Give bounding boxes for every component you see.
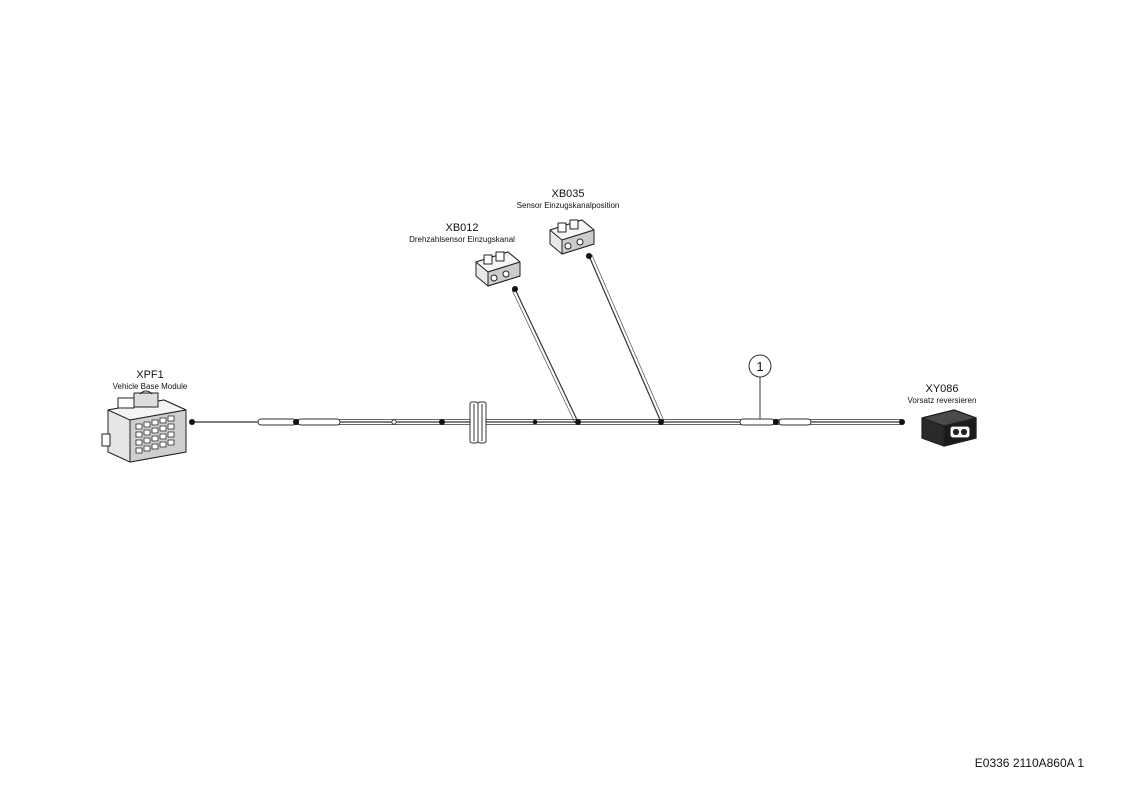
drawing-number: E0336 2110A860A 1 — [974, 756, 1084, 770]
label-xy086: XY086 Vorsatz reversieren — [897, 383, 987, 405]
connector-code: XB012 — [445, 222, 479, 234]
junction-dot — [293, 419, 299, 425]
connector-xb035-icon — [549, 219, 595, 255]
junction-dot — [575, 419, 581, 425]
label-xb035: XB035 Sensor Einzugskanalposition — [508, 188, 628, 210]
callout-number: 1 — [756, 359, 763, 374]
connector-description: Vehicle Base Module — [112, 381, 188, 391]
connector-description: Drehzahlsensor Einzugskanal — [409, 234, 515, 244]
junction-dot — [586, 253, 592, 259]
junction-dot — [439, 419, 445, 425]
junction-dot — [658, 419, 664, 425]
connector-code: XY086 — [925, 383, 959, 395]
connector-description: Vorsatz reversieren — [907, 395, 977, 405]
branch-xb035 — [588, 254, 665, 423]
connector-code: XPF1 — [136, 369, 164, 381]
junction-dot — [512, 286, 518, 292]
small-ring-marker — [391, 419, 397, 425]
connector-xy086-icon — [921, 409, 977, 447]
connector-xb012-icon — [475, 251, 521, 287]
label-xpf1: XPF1 Vehicle Base Module — [105, 369, 195, 391]
connector-xpf1-icon — [101, 390, 187, 463]
connector-code: XB035 — [551, 188, 585, 200]
connector-description: Sensor Einzugskanalposition — [516, 200, 620, 210]
branch-xb012 — [511, 288, 579, 424]
junction-dot — [189, 419, 195, 425]
junction-dot — [773, 419, 779, 425]
junction-dot — [532, 419, 538, 425]
label-xb012: XB012 Drehzahlsensor Einzugskanal — [402, 222, 522, 244]
junction-points — [189, 253, 905, 425]
junction-dot — [899, 419, 905, 425]
callout-1: 1 — [748, 354, 772, 419]
grommet — [469, 401, 487, 444]
